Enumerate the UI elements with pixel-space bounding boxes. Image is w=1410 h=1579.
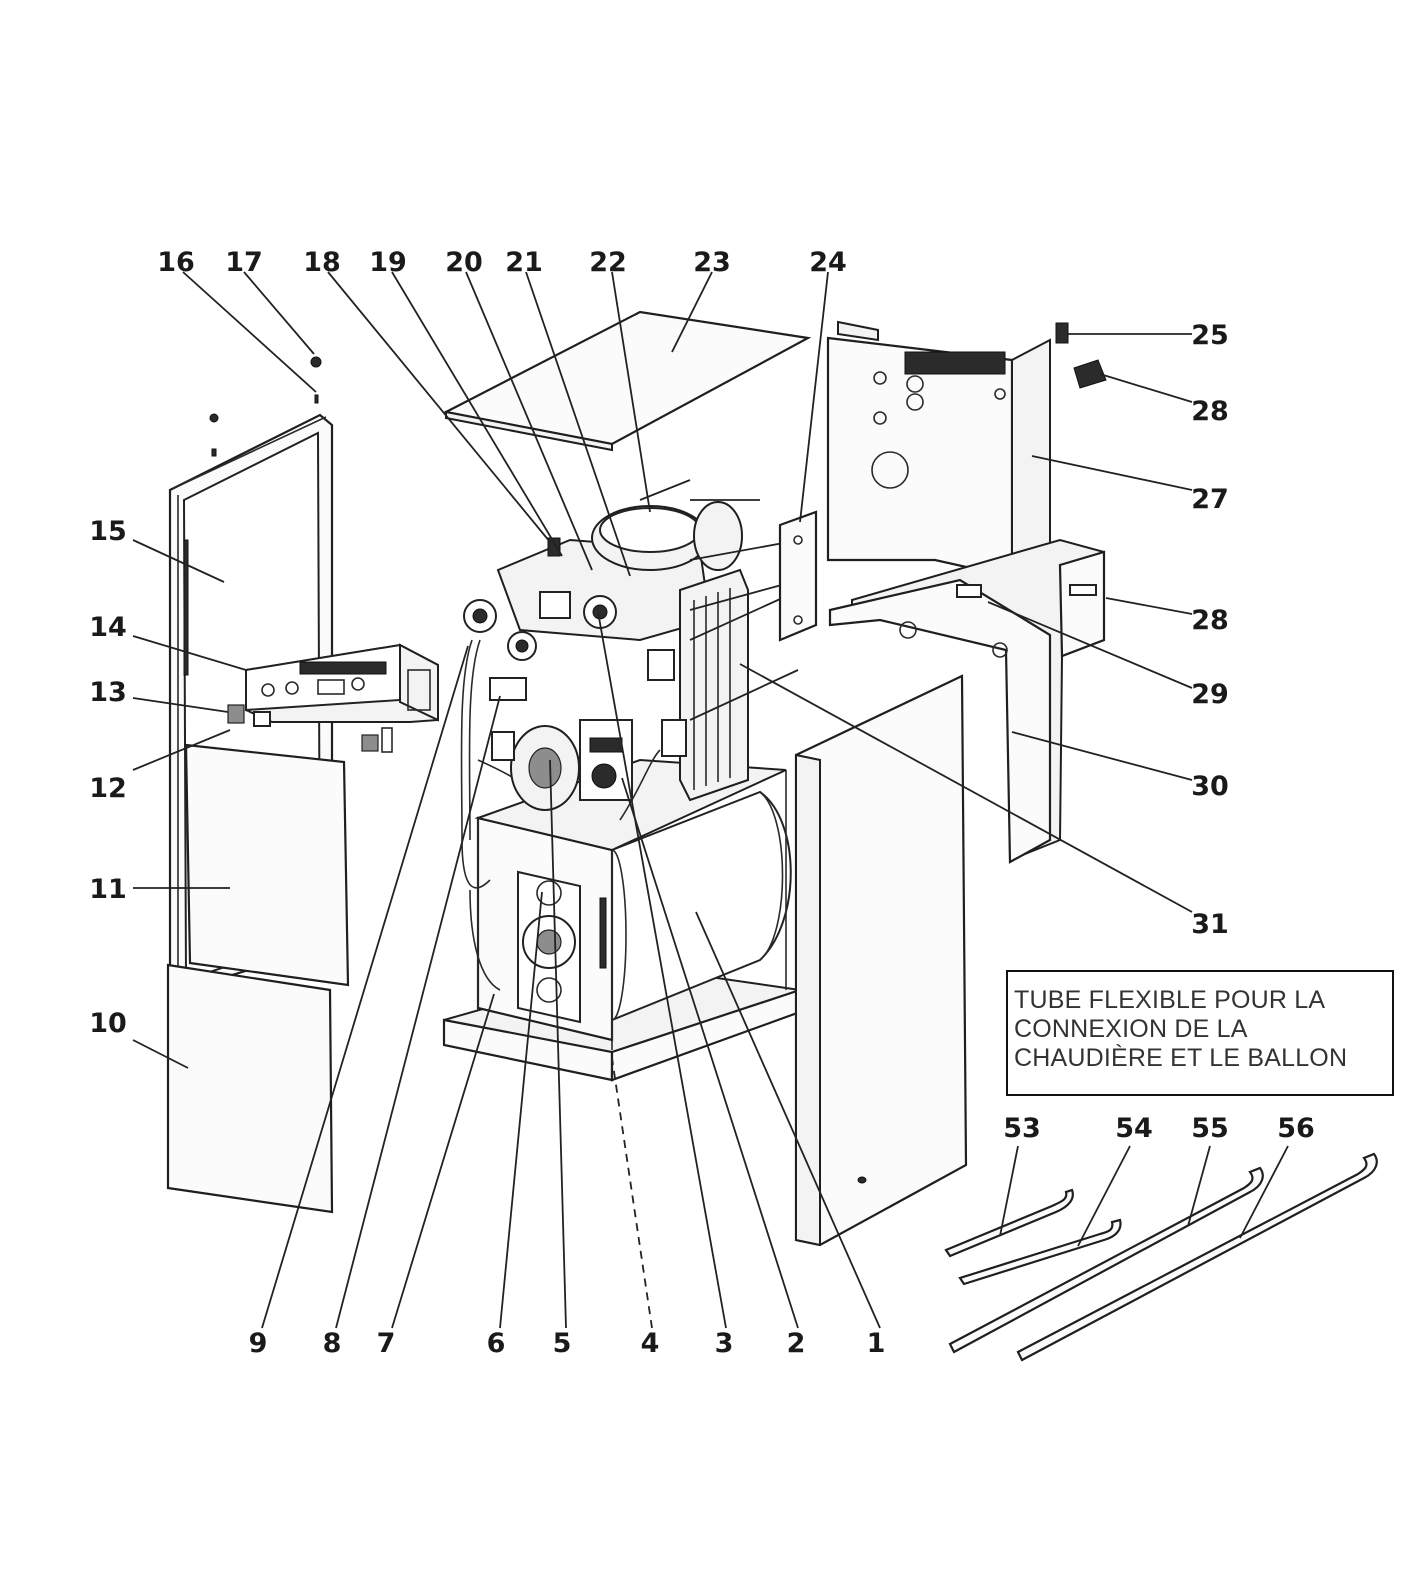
parts-25-26 (1055, 322, 1107, 389)
control-parts-12-13 (227, 704, 393, 753)
bracket-24 (778, 510, 818, 642)
control-box-14 (245, 643, 439, 723)
label-3: 3 (715, 1328, 734, 1359)
part-numbers: 16 17 18 19 20 21 22 23 24 25 28 27 28 2… (89, 247, 1315, 1359)
label-19: 19 (369, 247, 407, 278)
label-22: 22 (589, 247, 627, 278)
label-20: 20 (445, 247, 483, 278)
lower-side-30 (828, 538, 1106, 864)
label-8: 8 (323, 1328, 342, 1359)
label-13: 13 (89, 677, 127, 708)
label-14: 14 (89, 612, 127, 643)
label-15: 15 (89, 516, 127, 547)
flex-tube-53 (944, 1188, 1074, 1258)
label-54: 54 (1115, 1113, 1153, 1144)
label-29: 29 (1191, 679, 1229, 710)
label-24: 24 (809, 247, 847, 278)
label-56: 56 (1277, 1113, 1315, 1144)
storage-tank-1 (597, 790, 792, 1022)
side-panel-1-front (794, 674, 968, 1247)
leader-lines (132, 271, 1289, 1329)
label-23: 23 (693, 247, 731, 278)
label-21: 21 (505, 247, 543, 278)
flex-tube-note-text: TUBE FLEXIBLE POUR LA CONNEXION DE LA CH… (1014, 986, 1348, 1072)
label-10: 10 (89, 1008, 127, 1039)
label-6: 6 (487, 1328, 506, 1359)
label-31: 31 (1191, 909, 1229, 940)
label-11: 11 (89, 874, 127, 905)
label-16: 16 (157, 247, 195, 278)
flex-tube-54 (958, 1218, 1122, 1286)
label-7: 7 (377, 1328, 396, 1359)
label-9: 9 (249, 1328, 268, 1359)
label-30: 30 (1191, 771, 1229, 802)
label-12: 12 (89, 773, 127, 804)
flex-tube-note-box: TUBE FLEXIBLE POUR LA CONNEXION DE LA CH… (1006, 970, 1394, 1096)
label-55: 55 (1191, 1113, 1229, 1144)
front-panel-11 (184, 743, 350, 987)
label-1: 1 (867, 1328, 886, 1359)
expansion-vessel-22 (591, 501, 743, 571)
back-panel-27 (826, 320, 1051, 592)
top-cover-23 (442, 310, 812, 452)
label-28-top: 28 (1191, 396, 1229, 427)
label-18: 18 (303, 247, 341, 278)
label-27: 27 (1191, 484, 1229, 515)
label-25: 25 (1191, 320, 1229, 351)
label-53: 53 (1003, 1113, 1041, 1144)
flex-tube-55 (948, 1166, 1264, 1354)
tank-front-plate (476, 816, 614, 1042)
small-screws-16-17 (209, 356, 322, 457)
label-4: 4 (641, 1328, 660, 1359)
label-17: 17 (225, 247, 263, 278)
label-28: 28 (1191, 605, 1229, 636)
flex-tube-56 (1016, 1152, 1378, 1362)
label-5: 5 (553, 1328, 572, 1359)
pump-assembly-5 (491, 719, 633, 811)
lower-panel-10 (166, 963, 334, 1214)
heat-exchanger-columns (661, 568, 749, 802)
label-2: 2 (787, 1328, 806, 1359)
